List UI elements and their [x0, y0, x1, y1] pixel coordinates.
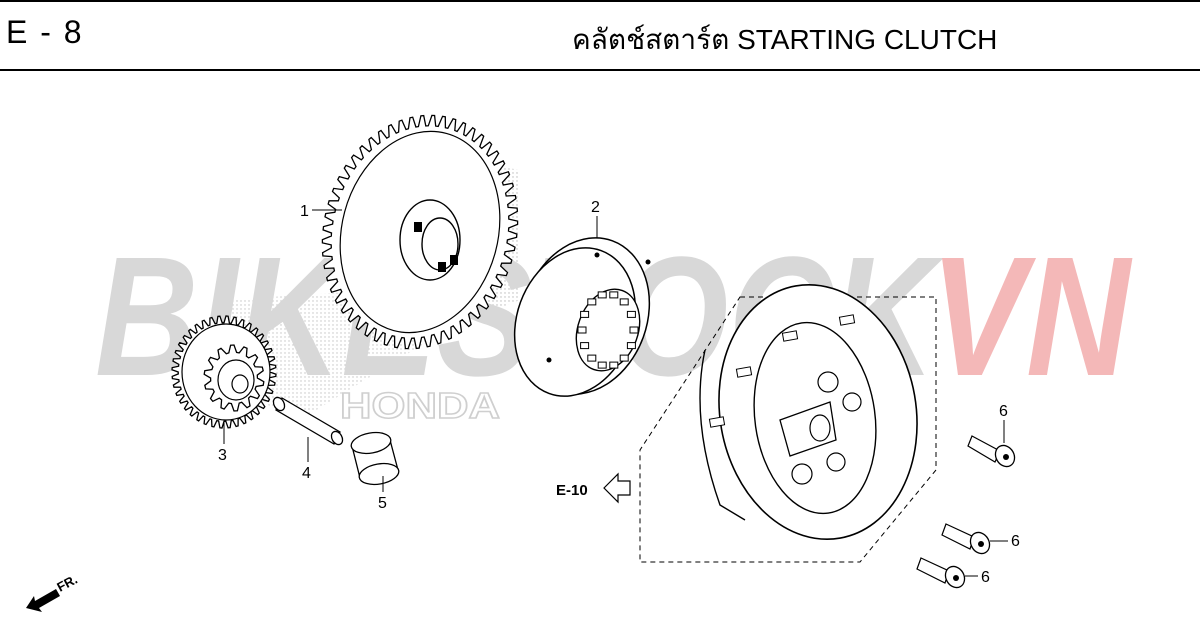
part-1-hub-key: [450, 255, 458, 265]
flywheel-assembly-boundary: [639, 296, 937, 563]
flywheel-vent-hole: [842, 392, 862, 412]
sprag-roller: [580, 310, 590, 318]
sprag-roller: [587, 298, 597, 306]
flywheel-magnet: [838, 314, 856, 326]
page-title: คลัตช์สตาร์ต STARTING CLUTCH: [572, 24, 998, 55]
part-2-bolt-hole: [645, 259, 651, 265]
part-5-collar: [350, 431, 400, 486]
callout-5: 5: [378, 495, 387, 512]
callout-4: 4: [302, 465, 311, 482]
part-6-bolt-upper: [967, 435, 1016, 468]
part-1-hub-key: [414, 222, 422, 232]
callout-2: 2: [591, 199, 600, 216]
page-header: E - 8 คลัตช์สตาร์ต STARTING CLUTCH: [0, 0, 1200, 71]
part-1-driven-gear: [321, 114, 519, 350]
part-3-bore: [231, 374, 249, 394]
header-bottom-rule: [0, 69, 1200, 71]
callout-6-lower: 6: [981, 569, 990, 586]
flywheel-hub-bore: [809, 414, 831, 442]
flywheel-vent-hole: [826, 452, 846, 472]
callout-6-middle: 6: [1011, 533, 1020, 550]
part-2-inner-race: [575, 288, 641, 372]
reference-e10: E-10: [556, 472, 631, 504]
page-code: E - 8: [6, 14, 84, 50]
sprag-roller: [609, 361, 619, 369]
sprag-roller: [587, 354, 597, 362]
sprag-roller: [626, 342, 636, 350]
sprag-roller: [609, 291, 619, 299]
callout-1: 1: [300, 203, 309, 220]
leader-lines: [223, 209, 1008, 577]
header-top-rule: [0, 0, 1200, 2]
sprag-roller: [577, 326, 587, 334]
sprag-roller: [597, 361, 607, 369]
callout-3: 3: [218, 447, 227, 464]
part-6-bolt-middle: [941, 523, 991, 555]
flywheel-magnet: [708, 416, 726, 428]
part-4-shaft: [272, 396, 344, 446]
front-direction-indicator: FR.: [26, 572, 80, 612]
sprag-roller: [619, 298, 629, 306]
part-1-hub-key: [438, 262, 446, 272]
part-2-bolt-hole: [546, 357, 552, 363]
sprag-roller: [626, 310, 636, 318]
reference-arrow-icon: [603, 472, 631, 504]
part-6-bolt-lower: [916, 557, 966, 589]
front-arrow-icon: [26, 589, 60, 612]
flywheel-magnet: [735, 366, 753, 378]
sprag-roller: [629, 326, 639, 334]
flywheel-assembly: [699, 284, 918, 540]
watermark-red-text: VN: [930, 222, 1133, 412]
front-label: FR.: [54, 572, 80, 595]
sprag-roller: [619, 354, 629, 362]
reference-label: E-10: [556, 482, 588, 499]
part-2-bolt-hole: [594, 252, 600, 258]
part-2-sprag-rollers: [577, 291, 639, 369]
sprag-roller: [597, 291, 607, 299]
watermark-brand-text: HONDA: [340, 385, 500, 426]
flywheel-magnet: [781, 330, 799, 342]
callout-6-upper: 6: [999, 403, 1008, 420]
part-2-starting-clutch: [513, 237, 651, 397]
sprag-roller: [580, 342, 590, 350]
flywheel-vent-hole: [791, 463, 813, 485]
part-3-reduction-gear: [171, 315, 277, 429]
flywheel-vent-hole: [817, 371, 839, 393]
